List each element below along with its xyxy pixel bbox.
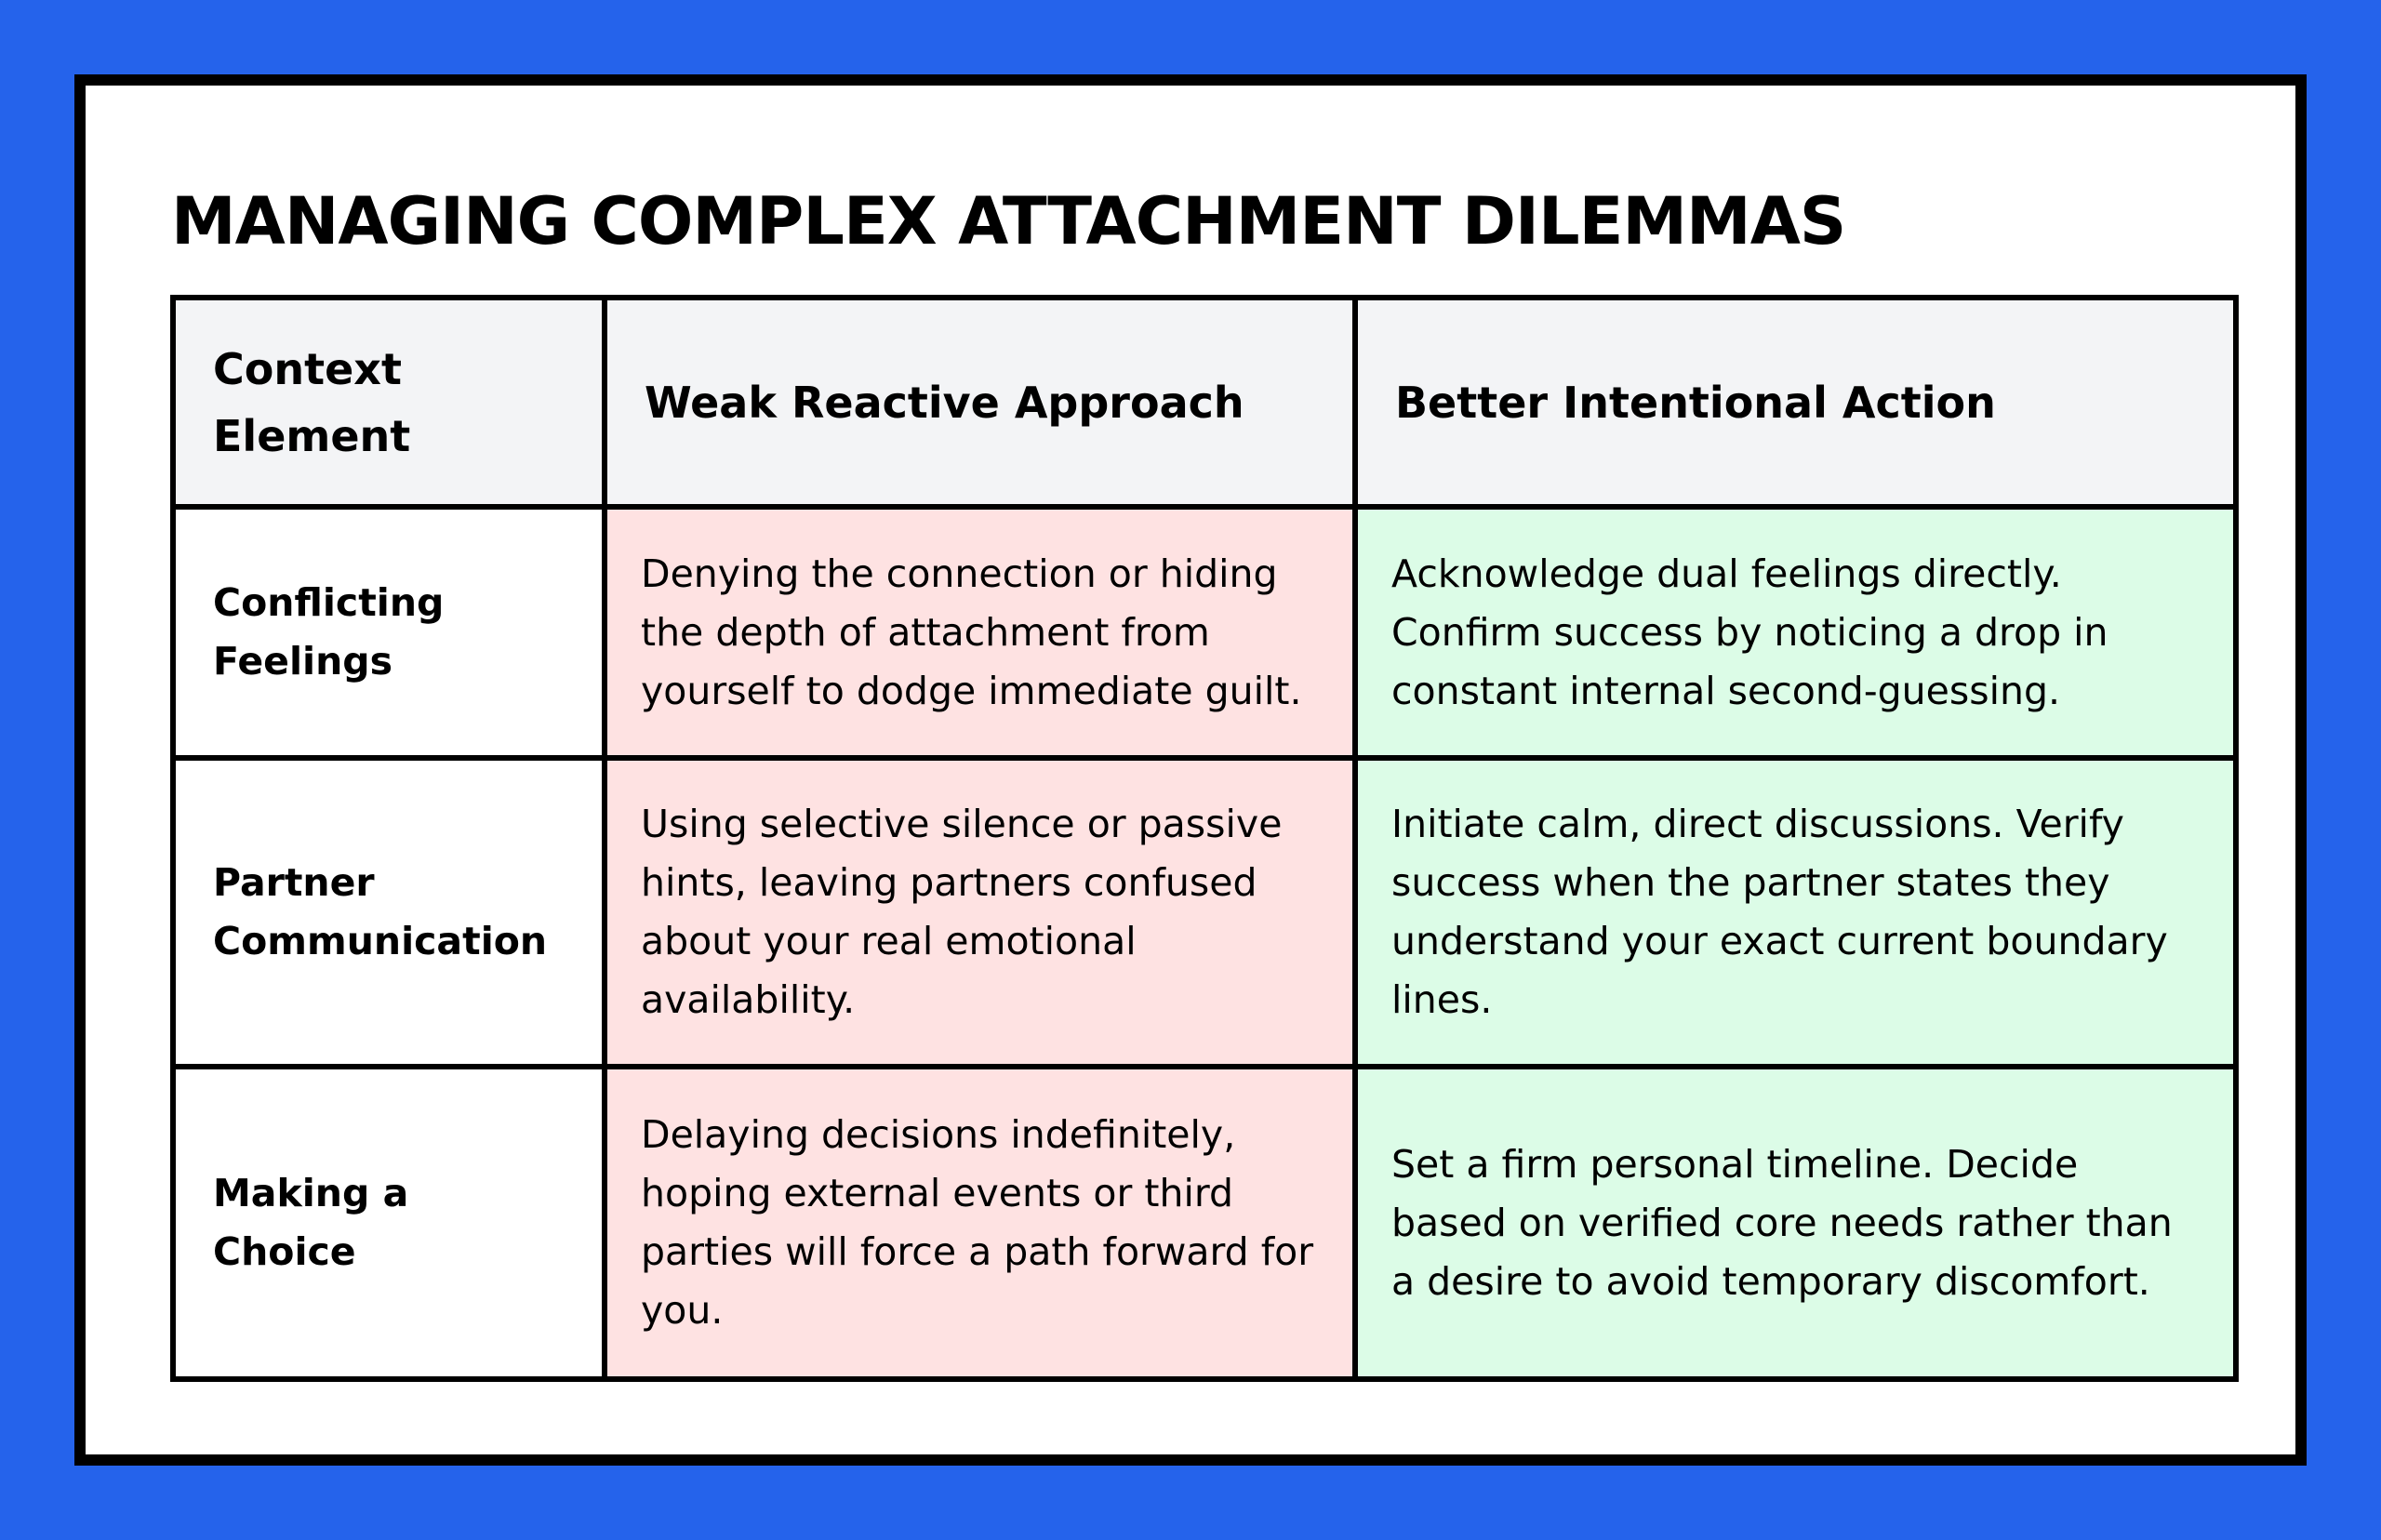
context-cell: Partner Communication (170, 755, 607, 1069)
context-cell: Conflicting Feelings (170, 504, 607, 761)
column-header-weak: Weak Reactive Approach (602, 295, 1358, 510)
content-card: MANAGING COMPLEX ATTACHMENT DILEMMAS Con… (74, 74, 2307, 1466)
table-row: Making a Choice Delaying decisions indef… (170, 1064, 2239, 1382)
column-header-better: Better Intentional Action (1352, 295, 2239, 510)
comparison-table: Context Element Weak Reactive Approach B… (170, 295, 2239, 1382)
better-action-cell: Initiate calm, direct discussions. Verif… (1352, 755, 2239, 1069)
page-title: MANAGING COMPLEX ATTACHMENT DILEMMAS (171, 183, 1846, 259)
table-header-row: Context Element Weak Reactive Approach B… (170, 295, 2239, 510)
weak-approach-cell: Using selective silence or passive hints… (602, 755, 1358, 1069)
context-cell: Making a Choice (170, 1064, 607, 1382)
weak-approach-cell: Denying the connection or hiding the dep… (602, 504, 1358, 761)
table-row: Partner Communication Using selective si… (170, 755, 2239, 1069)
better-action-cell: Set a firm personal timeline. Decide bas… (1352, 1064, 2239, 1382)
table-row: Conflicting Feelings Denying the connect… (170, 504, 2239, 761)
column-header-context: Context Element (170, 295, 607, 510)
weak-approach-cell: Delaying decisions indefinitely, hoping … (602, 1064, 1358, 1382)
better-action-cell: Acknowledge dual feelings directly. Conf… (1352, 504, 2239, 761)
